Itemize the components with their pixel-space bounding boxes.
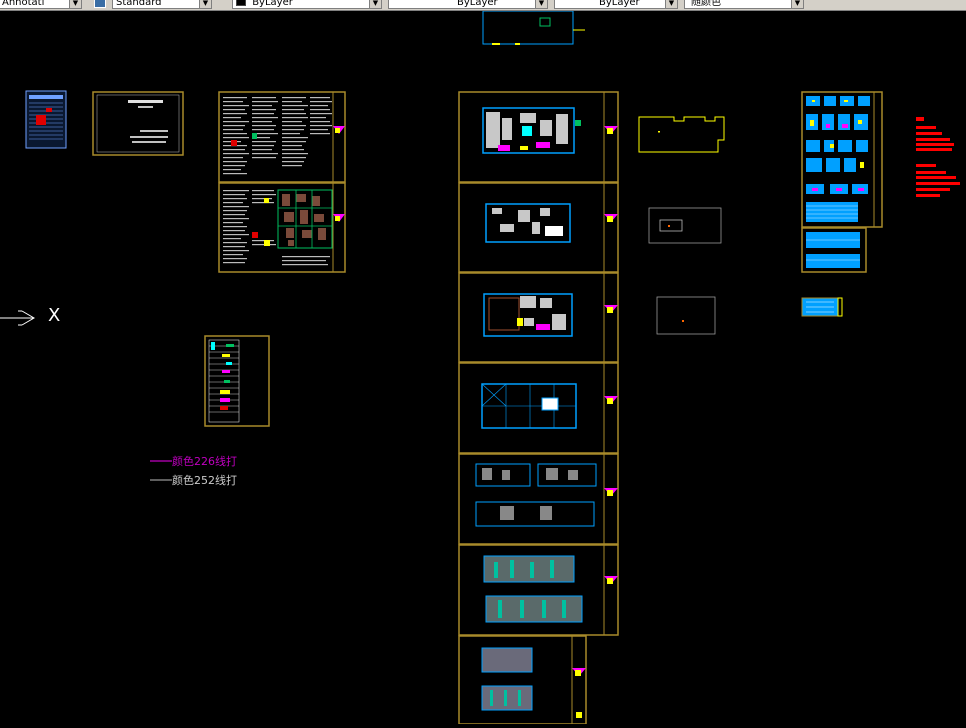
- chevron-down-icon: ▼: [791, 0, 803, 8]
- chevron-down-icon: ▼: [665, 0, 677, 8]
- legend-text-226: 颜色226线打: [172, 455, 237, 468]
- index-table-sheet: [25, 90, 67, 149]
- detail-frames: [648, 207, 722, 335]
- cover-sheet: [92, 91, 184, 156]
- detail-marker: [668, 225, 670, 227]
- drawing-canvas[interactable]: X 颜色226线打 颜色252线打: [0, 10, 966, 725]
- design-notes-sheet-1: [218, 91, 346, 183]
- detail-sheets: [801, 91, 883, 317]
- site-outline: [638, 116, 725, 153]
- material-table-sheet: [204, 335, 270, 427]
- combo-value: 随颜色: [691, 0, 721, 8]
- text-style-icon[interactable]: [94, 0, 106, 8]
- plot-style-combo[interactable]: 随颜色 ▼: [684, 0, 804, 9]
- combo-value: ByLayer: [457, 0, 498, 8]
- ucs-axis-icon: [0, 310, 35, 326]
- legend-text-252: 颜色252线打: [172, 474, 237, 487]
- combo-value: ByLayer: [599, 0, 640, 8]
- detail-marker: [682, 320, 684, 322]
- linetype-combo[interactable]: ByLayer ▼: [388, 0, 548, 9]
- floor-plan-sheets: [458, 91, 619, 725]
- chevron-down-icon: ▼: [69, 0, 81, 8]
- red-notes: [916, 117, 960, 197]
- chevron-down-icon: ▼: [535, 0, 547, 8]
- model-space-drawing: [0, 10, 960, 725]
- chevron-down-icon: ▼: [369, 0, 381, 8]
- properties-toolbar: Annotati ▼ Standard ▼ ByLayer ▼ ByLayer …: [0, 0, 966, 11]
- site-marker: [658, 131, 660, 133]
- color-swatch-icon: [236, 0, 246, 6]
- top-partial-sheet: [482, 10, 585, 45]
- design-notes-sheet-2: [218, 182, 346, 273]
- lineweight-combo[interactable]: ByLayer ▼: [554, 0, 678, 9]
- combo-value: Standard: [116, 0, 162, 8]
- text-style-combo[interactable]: Standard ▼: [112, 0, 212, 9]
- x-axis-label: X: [48, 305, 61, 326]
- layer-color-combo[interactable]: ByLayer ▼: [232, 0, 382, 9]
- combo-value: ByLayer: [252, 0, 293, 8]
- chevron-down-icon: ▼: [199, 0, 211, 8]
- annotation-scale-combo[interactable]: Annotati ▼: [0, 0, 82, 9]
- combo-value: Annotati: [2, 0, 45, 8]
